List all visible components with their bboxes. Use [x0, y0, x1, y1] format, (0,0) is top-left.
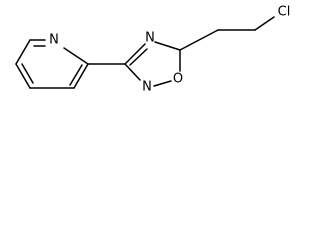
bond-ox-o1-n2 [153, 80, 172, 87]
chemical-structure: N N N O Cl [15, 5, 290, 95]
bond-py-n-c2 [63, 47, 89, 65]
atom-label-chlorine: Cl [278, 5, 291, 20]
bond-ch2-cl [254, 16, 275, 31]
bond-ox-n4-c5 [154, 41, 181, 51]
bond-py-c2-c3-inner [69, 64, 83, 86]
atom-label-oxadiazole-o: O [173, 72, 183, 87]
atom-label-oxadiazole-n-top: N [145, 31, 155, 46]
bond-ox-c3-n4-inner [129, 48, 148, 66]
atom-label-pyridine-n: N [49, 33, 59, 48]
bonds [15, 16, 275, 89]
bond-py-c2-c3 [73, 63, 89, 89]
bond-py-c5-c6 [15, 39, 31, 65]
bond-py-c4-c5-inner [21, 63, 34, 84]
atom-label-oxadiazole-n-bottom: N [142, 80, 152, 95]
bond-c5-ch2 [179, 29, 219, 51]
bond-ox-c3-n4 [124, 43, 146, 65]
bond-ox-n2-c3 [124, 63, 141, 81]
bond-py-c4-c5 [15, 63, 31, 89]
atom-labels: N N N O Cl [49, 5, 290, 95]
